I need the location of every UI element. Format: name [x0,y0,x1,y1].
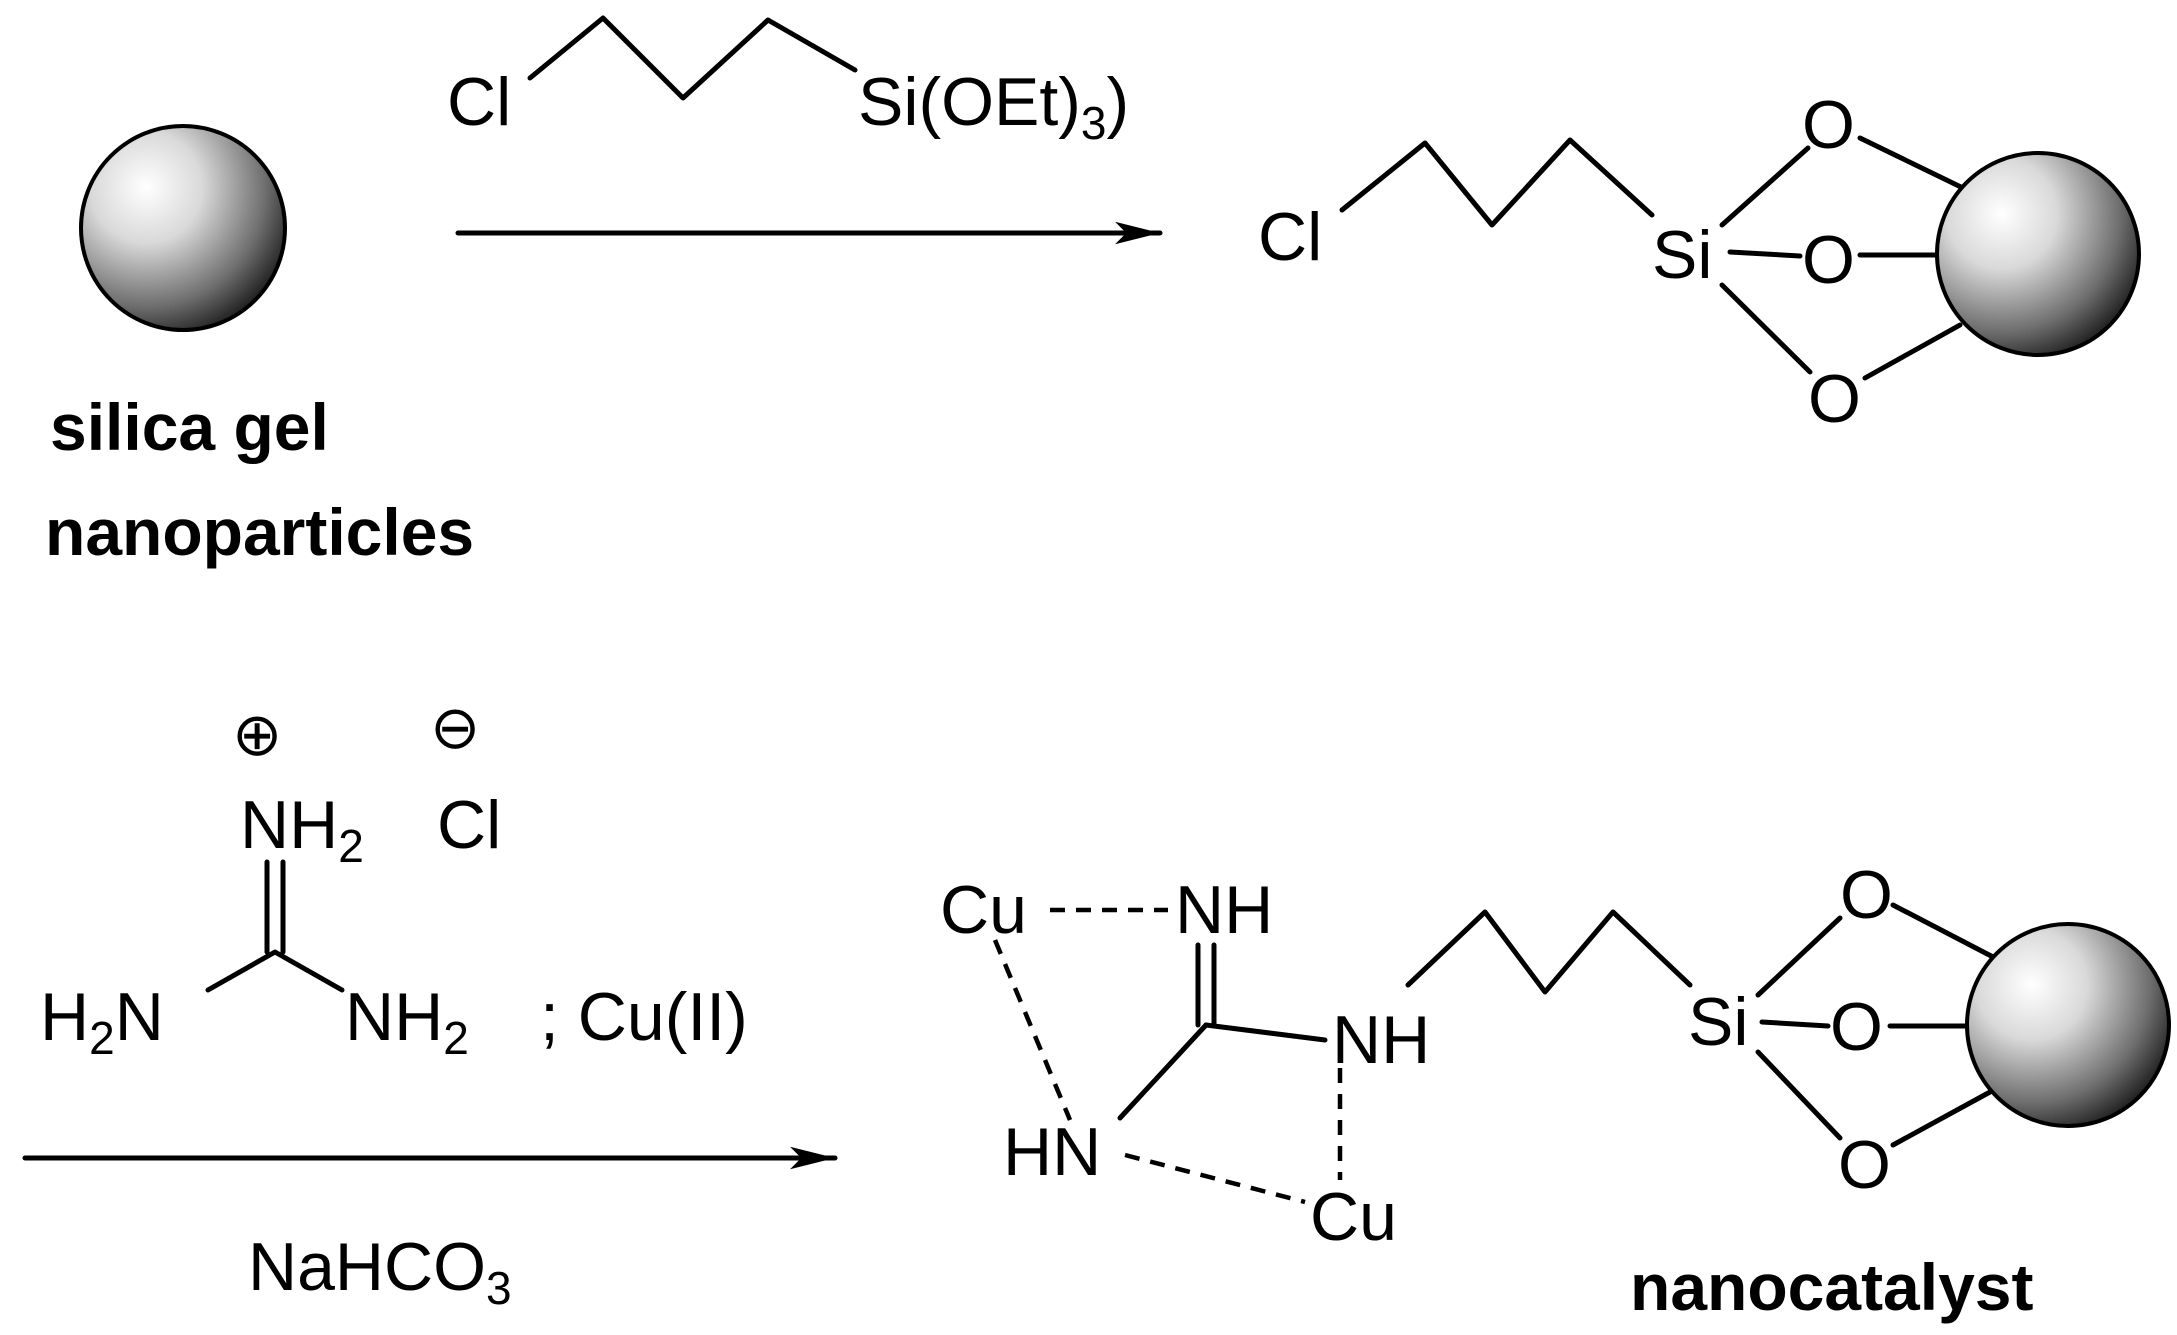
chloropropyl-triethoxysilane-reagent: Cl Si(OEt)3) [447,15,1129,149]
guanidine-c-hn-bond [1117,1022,1209,1121]
guanidine-c-n-double-bond [264,859,286,955]
reagent-propyl-chain [527,15,858,101]
starting-material-label-line1: silica gel [50,390,329,464]
guanidinium-nh2-top: NH2 [240,787,364,872]
product-cu-top: Cu [940,872,1027,948]
guanidinium-h2n: H2N [40,979,164,1064]
chloropropyl-silica-intermediate: Cl Si O O O [1258,87,2141,437]
product-propyl-chain [1405,909,1693,995]
product-cu-bottom: Cu [1310,1179,1397,1255]
intermediate-si: Si [1652,217,1712,293]
reagent-cl: Cl [447,64,511,140]
silica-sphere-product [1965,922,2171,1128]
copper-ii-reagent: ; Cu(II) [540,979,748,1055]
intermediate-o-sphere-bonds [1857,135,1966,381]
silica-gel-nanoparticle: silica gel nanoparticles [45,124,474,569]
base-nahco3: NaHCO3 [248,1229,512,1314]
reagent-si-oet: Si(OEt)3) [858,64,1129,149]
chloride-counterion: Cl [437,787,501,863]
product-o-sphere-bonds [1887,902,1998,1148]
product-o-bottom: O [1838,1127,1891,1203]
guanidinium-nh2-right: NH2 [345,979,469,1064]
coordination-bond-hn-cu [1124,1152,1306,1205]
product-label: nanocatalyst [1630,1250,2033,1324]
intermediate-o-middle: O [1802,222,1855,298]
intermediate-propyl-chain [1339,137,1655,228]
product-nh-middle: NH [1332,1002,1430,1078]
guanidine-c-nh-double-bond [1195,942,1217,1028]
silica-sphere-intermediate [1935,151,2141,357]
intermediate-si-o-bonds [1719,145,1813,375]
product-o-middle: O [1830,989,1883,1065]
intermediate-o-top: O [1802,87,1855,163]
coordination-bond-cu-hn [992,939,1073,1121]
product-hn: HN [1003,1114,1101,1190]
guanidine-c-nh-bond [1203,1022,1328,1043]
minus-charge: ⊖ [430,694,480,761]
intermediate-o-bottom: O [1808,361,1861,437]
product-si: Si [1688,984,1748,1060]
guanidine-c-n-single-bonds [205,949,345,993]
plus-charge: ⊕ [232,701,282,768]
product-nh-top: NH [1175,872,1273,948]
intermediate-cl: Cl [1258,199,1322,275]
product-si-o-bonds [1755,915,1843,1141]
guanidinium-chloride-reagent: ⊕ ⊖ NH2 Cl H2N NH2 ; Cu(II) [40,694,748,1064]
silica-sphere-start [79,124,287,332]
nanocatalyst-product: Cu NH NH HN Cu Si O O O nanocatalyst [940,857,2171,1324]
starting-material-label-line2: nanoparticles [45,495,474,569]
product-o-top: O [1840,857,1893,933]
